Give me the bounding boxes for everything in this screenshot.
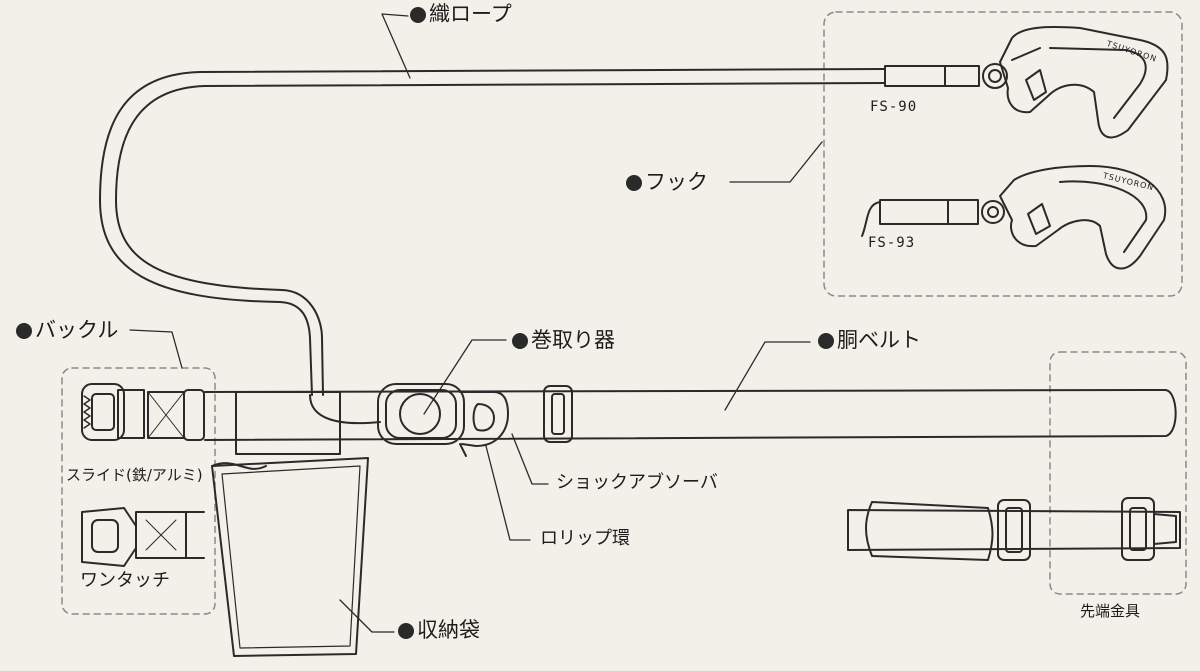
label-model-fs93: FS-93	[868, 235, 916, 251]
slide-buckle	[81, 383, 205, 441]
bullet-icon	[512, 333, 528, 349]
buckle-group-box	[61, 367, 216, 615]
label-model-fs90: FS-90	[870, 99, 918, 115]
label-tip-fitting: 先端金具	[1080, 602, 1141, 620]
label-shock-absorber: ショックアブソーバ	[556, 472, 718, 493]
bullet-icon	[818, 333, 834, 349]
label-one-touch: ワンタッチ	[80, 570, 170, 591]
hook-group-box	[823, 11, 1183, 297]
bullet-icon	[398, 623, 414, 639]
bullet-icon	[410, 7, 426, 23]
belt-end-detail	[847, 497, 1181, 561]
label-rope: 織ロープ	[410, 4, 512, 25]
reel-retractor	[377, 383, 509, 457]
label-belt: 胴ベルト	[818, 330, 921, 351]
woven-rope	[99, 68, 886, 396]
hook-fs93	[861, 165, 1167, 270]
label-buckle: バックル	[16, 320, 118, 341]
bullet-icon	[16, 323, 32, 339]
tip-group-box	[1049, 351, 1187, 595]
label-pouch: 収納袋	[398, 620, 480, 641]
label-d-ring: ロリップ環	[540, 528, 630, 549]
leader-lines	[129, 13, 823, 633]
label-reel: 巻取り器	[512, 330, 615, 351]
bullet-icon	[626, 175, 642, 191]
hook-fs90	[884, 26, 1169, 139]
label-hook: フック	[626, 172, 708, 193]
rope-to-reel	[309, 394, 381, 425]
storage-pouch	[211, 391, 369, 657]
waist-belt	[204, 385, 1177, 443]
label-slide: スライド(鉄/アルミ)	[66, 466, 203, 484]
one-touch-buckle	[81, 507, 205, 567]
